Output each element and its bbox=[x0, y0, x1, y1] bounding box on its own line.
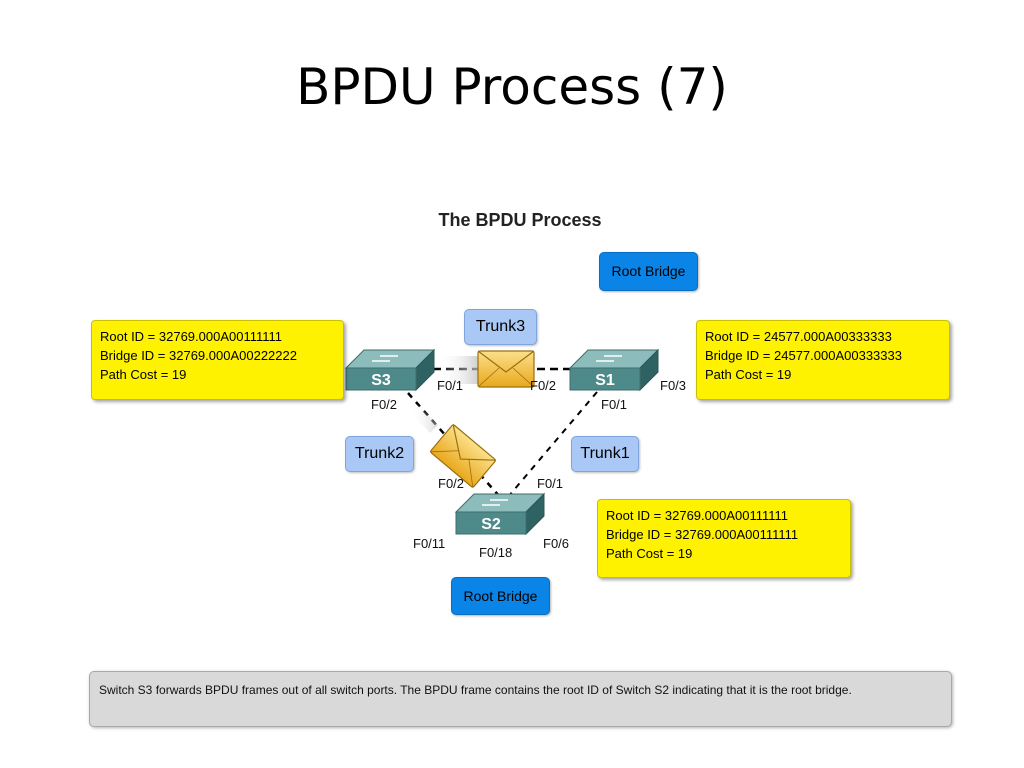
trunk2-label: Trunk2 bbox=[345, 436, 414, 472]
port-s2-f0-11: F0/11 bbox=[413, 536, 446, 551]
info-s2-path-cost: Path Cost = 19 bbox=[606, 546, 693, 561]
bpdu-envelope-trunk2-icon bbox=[410, 405, 497, 488]
port-s2-f0-6: F0/6 bbox=[543, 536, 570, 551]
port-s1-f0-2: F0/2 bbox=[530, 378, 557, 393]
slide-title: BPDU Process (7) bbox=[296, 58, 728, 116]
diagram-title: The BPDU Process bbox=[438, 210, 602, 230]
bpdu-envelope-trunk3-icon bbox=[438, 350, 535, 388]
info-s1-bridge-id: Bridge ID = 24577.000A00333333 bbox=[705, 348, 902, 363]
port-s1-f0-1: F0/1 bbox=[601, 397, 628, 412]
caption-text: Switch S3 forwards BPDU frames out of al… bbox=[99, 683, 852, 697]
info-s1-root-id: Root ID = 24577.000A00333333 bbox=[705, 329, 892, 344]
info-box-s1: Root ID = 24577.000A00333333 Bridge ID =… bbox=[696, 320, 950, 400]
port-s2-f0-1: F0/1 bbox=[537, 476, 564, 491]
port-s3-f0-2: F0/2 bbox=[371, 397, 398, 412]
root-bridge-label-bottom: Root Bridge bbox=[451, 577, 550, 615]
switch-s1-name: S1 bbox=[595, 372, 615, 389]
info-box-s3: Root ID = 32769.000A00111111 Bridge ID =… bbox=[91, 320, 344, 400]
port-s2-f0-18: F0/18 bbox=[479, 545, 513, 560]
port-s3-f0-1: F0/1 bbox=[437, 378, 464, 393]
caption-box: Switch S3 forwards BPDU frames out of al… bbox=[89, 671, 952, 727]
info-s1-path-cost: Path Cost = 19 bbox=[705, 367, 792, 382]
info-s3-bridge-id: Bridge ID = 32769.000A00222222 bbox=[100, 348, 297, 363]
info-s2-root-id: Root ID = 32769.000A00111111 bbox=[606, 508, 789, 523]
info-s2-bridge-id: Bridge ID = 32769.000A00111111 bbox=[606, 527, 799, 542]
root-bridge-label-top: Root Bridge bbox=[599, 252, 698, 291]
switch-s2-name: S2 bbox=[481, 516, 501, 533]
trunk1-label: Trunk1 bbox=[571, 436, 639, 472]
switch-s3-icon: S3 bbox=[344, 348, 436, 392]
port-s2-f0-2: F0/2 bbox=[438, 476, 465, 491]
port-s1-f0-3: F0/3 bbox=[660, 378, 687, 393]
info-box-s2: Root ID = 32769.000A00111111 Bridge ID =… bbox=[597, 499, 851, 578]
info-s3-path-cost: Path Cost = 19 bbox=[100, 367, 187, 382]
trunk3-label: Trunk3 bbox=[464, 309, 537, 345]
switch-s3-name: S3 bbox=[371, 372, 391, 389]
info-s3-root-id: Root ID = 32769.000A00111111 bbox=[100, 329, 283, 344]
switch-s1-icon: S1 bbox=[568, 348, 660, 392]
switch-s2-icon: S2 bbox=[454, 492, 546, 536]
